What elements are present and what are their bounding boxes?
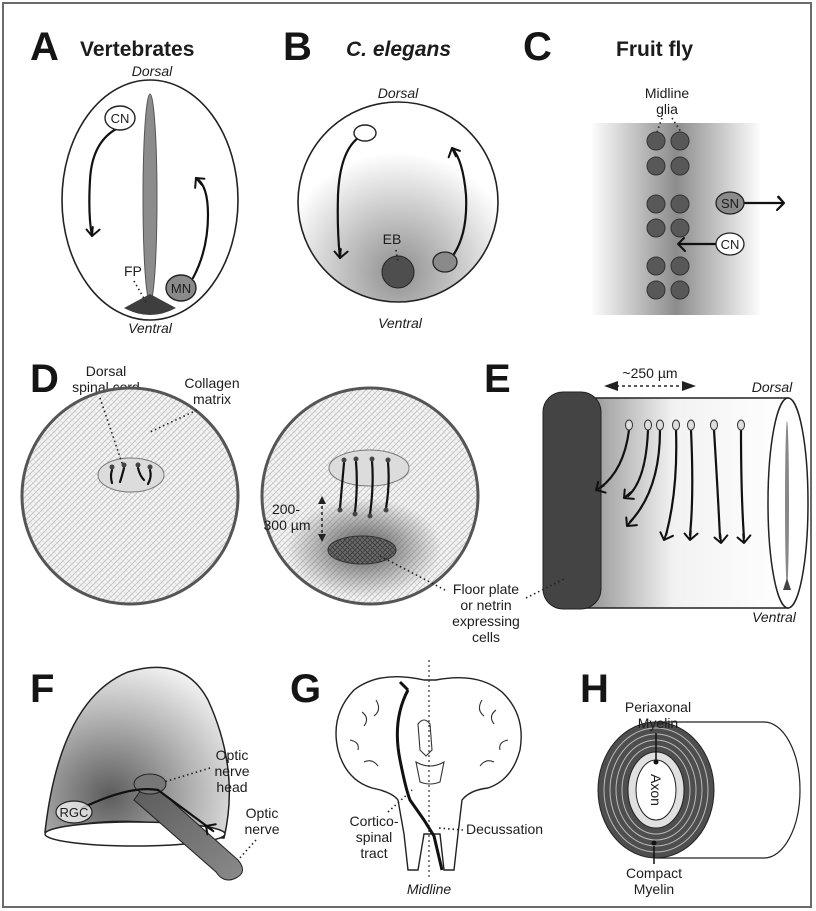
on-label-1: Optic (246, 805, 279, 821)
compact-label-1: Compact (626, 865, 682, 881)
cst-label-1: Cortico- (349, 813, 398, 829)
rgc-label: RGC (60, 805, 89, 820)
panel-a-title: Vertebrates (80, 38, 194, 61)
panel-c: C Fruit fly Midline glia SN CN (523, 25, 784, 315)
distance-label-1: 200- (272, 501, 300, 517)
panel-f: F RGC Optic nerve head Optic nerve (30, 667, 280, 880)
on-label-2: nerve (244, 821, 279, 837)
e-dorsal-label: Dorsal (752, 379, 793, 395)
mn-label: MN (171, 281, 191, 296)
panel-d: D Dorsal spinal cord Collagen matrix 200… (22, 357, 520, 645)
b-neuron-dorsal (354, 125, 376, 141)
floor-plate-explant (328, 536, 396, 564)
panel-letter-d: D (30, 357, 59, 401)
eb-label: EB (383, 231, 402, 247)
optic-nerve-head (134, 774, 166, 794)
floor-label-3: expressing (452, 613, 520, 629)
panel-e: E ~250 µm Dorsal Ventral (484, 357, 808, 625)
periaxonal-label-2: Myelin (638, 715, 678, 731)
central-canal (143, 94, 157, 302)
midline-label-g: Midline (407, 881, 452, 897)
axon-label: Axon (648, 774, 664, 806)
collagen-label: Collagen (184, 375, 239, 391)
a-ventral-label: Ventral (128, 320, 173, 336)
panel-letter-h: H (580, 667, 609, 711)
excretory-body (382, 256, 414, 288)
panel-letter-e: E (484, 357, 511, 401)
compact-label-2: Myelin (634, 881, 674, 897)
glia-label: glia (656, 101, 678, 117)
floor-label-1: Floor plate (453, 581, 519, 597)
panel-letter-c: C (523, 25, 552, 69)
onh-label-3: head (216, 779, 247, 795)
cst-label-3: tract (360, 845, 387, 861)
dorsal-spinal-cord-label: Dorsal (86, 363, 126, 379)
cn-label: CN (111, 111, 130, 126)
b-ventral-label: Ventral (378, 315, 423, 331)
b-dorsal-label: Dorsal (378, 85, 419, 101)
panel-b-title: C. elegans (346, 38, 451, 61)
panel-letter-g: G (290, 667, 321, 711)
cst-label-2: spinal (356, 829, 393, 845)
panel-c-title: Fruit fly (616, 38, 693, 61)
onh-label-2: nerve (214, 763, 249, 779)
c-cn-label: CN (721, 237, 740, 252)
panel-h: H Axon Periaxonal Myelin Compact Myelin (580, 667, 800, 897)
panel-b: B C. elegans Dorsal EB Ventral (283, 25, 498, 331)
panel-a: A Vertebrates CN MN FP Dorsal Ventral (30, 25, 238, 336)
sn-label: SN (721, 196, 739, 211)
a-dorsal-label: Dorsal (132, 63, 173, 79)
e-ventral-label: Ventral (752, 609, 797, 625)
floor-label-4: cells (472, 629, 500, 645)
b-neuron-ventral (433, 252, 457, 272)
open-book-tube (580, 398, 788, 608)
panel-letter-f: F (30, 667, 54, 711)
floor-plate-block (543, 392, 601, 609)
periaxonal-label-1: Periaxonal (625, 699, 691, 715)
distance-label-2: 300 µm (264, 517, 311, 533)
d-explant-control (98, 458, 164, 492)
scale-label: ~250 µm (622, 365, 677, 381)
midline-label: Midline (645, 85, 690, 101)
panel-g: G Cortico- spinal tract Decussation Midl… (290, 660, 543, 897)
panel-letter-a: A (30, 25, 59, 69)
matrix-label: matrix (193, 391, 231, 407)
fp-label: FP (124, 263, 142, 279)
panel-letter-b: B (283, 25, 312, 69)
floor-label-2: or netrin (460, 597, 511, 613)
collagen-gel-control (22, 388, 238, 604)
decussation-label: Decussation (466, 821, 543, 837)
d-explant-treated (329, 450, 409, 486)
onh-label-1: Optic (216, 747, 249, 763)
